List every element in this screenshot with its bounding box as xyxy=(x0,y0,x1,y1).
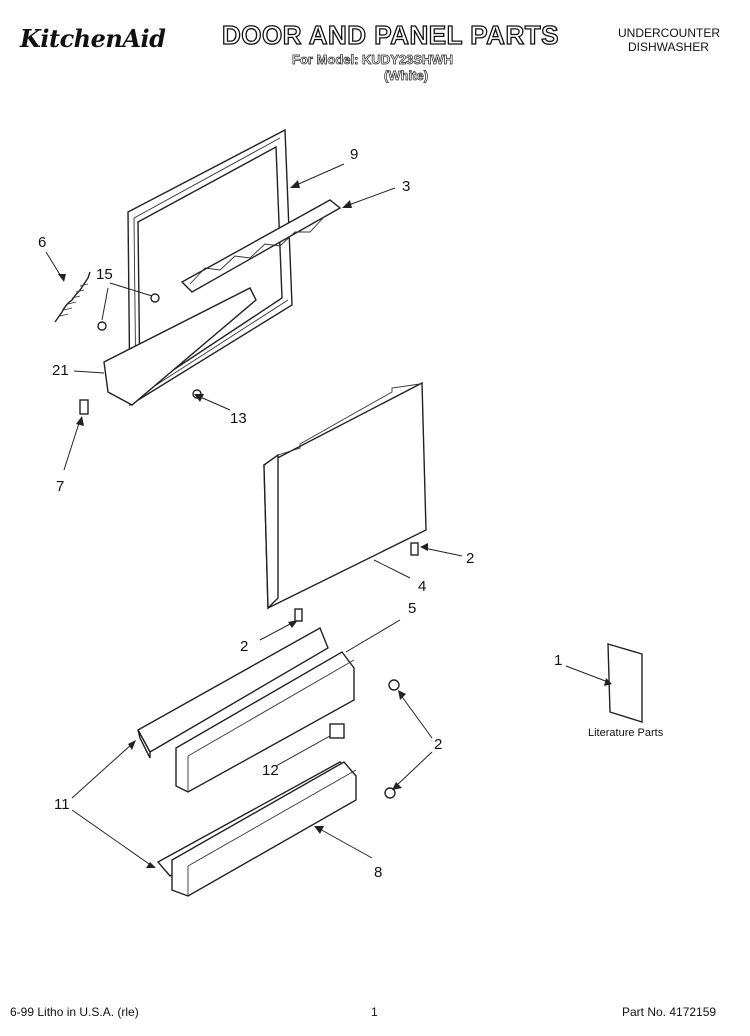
callout-12: 12 xyxy=(262,762,279,779)
callout-3: 3 xyxy=(402,178,411,195)
callout-2-panel-left: 2 xyxy=(240,638,249,655)
kick-plate-part xyxy=(171,761,357,897)
door-panel-part xyxy=(263,381,427,610)
model-line: For Model: KUDY23SHWH xyxy=(292,52,454,68)
literature-parts-label: Literature Parts xyxy=(588,727,664,739)
spring-part xyxy=(54,271,91,323)
callout-21: 21 xyxy=(52,362,69,379)
page-title: DOOR AND PANEL PARTS xyxy=(221,19,559,50)
clip-part xyxy=(329,723,345,739)
callout-13: 13 xyxy=(230,410,247,427)
callout-2-panel-right: 2 xyxy=(466,550,475,567)
callout-8: 8 xyxy=(374,864,383,881)
brand-logo: KitchenAid xyxy=(20,24,166,53)
part-number: Part No. 4172159 xyxy=(622,1005,717,1019)
appliance-type-line-2: DISHWASHER xyxy=(628,40,709,54)
callout-2-lower: 2 xyxy=(434,736,443,753)
page-number: 1 xyxy=(371,1005,378,1019)
color-line: (White) xyxy=(384,68,429,84)
literature-part xyxy=(607,643,643,723)
footer-print-info: 6-99 Litho in U.S.A. (rle) xyxy=(10,1005,139,1019)
callout-6: 6 xyxy=(38,234,47,251)
callout-9: 9 xyxy=(350,146,359,163)
callout-leaders xyxy=(45,163,612,868)
bracket-part xyxy=(180,199,342,293)
callout-11: 11 xyxy=(54,796,70,813)
toe-panel-part xyxy=(175,651,355,793)
callout-4: 4 xyxy=(418,578,427,595)
appliance-type-line-1: UNDERCOUNTER xyxy=(618,26,720,40)
callout-7: 7 xyxy=(56,478,65,495)
callout-5: 5 xyxy=(408,600,417,617)
screw-parts-panel xyxy=(294,542,419,799)
screw-parts-upper xyxy=(79,293,202,415)
callout-15: 15 xyxy=(96,266,113,283)
door-frame-part xyxy=(103,128,293,407)
callout-1: 1 xyxy=(554,652,563,669)
